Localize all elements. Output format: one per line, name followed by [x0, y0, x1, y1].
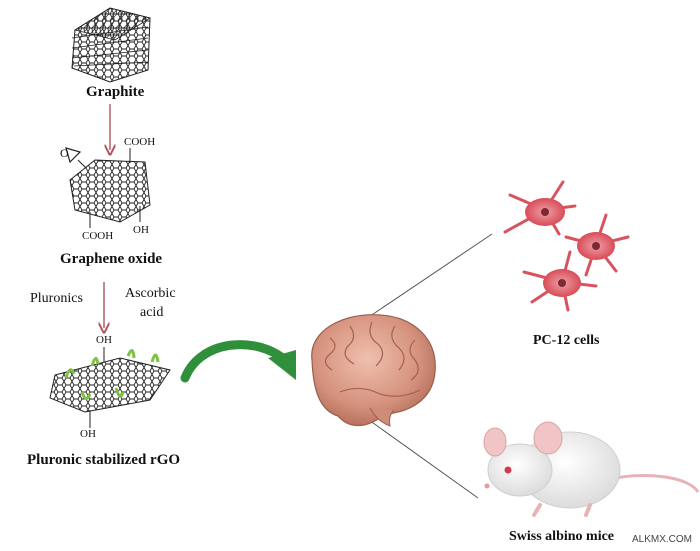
label-rgo: Pluronic stabilized rGO — [27, 452, 181, 468]
label-pluronics: Pluronics — [30, 291, 83, 306]
label-cooh-top: COOH — [124, 136, 156, 148]
label-oh-rgo-top: OH — [96, 334, 112, 346]
label-graphite: Graphite — [86, 84, 145, 100]
rgo-structure — [49, 347, 171, 428]
label-ascorbic: Ascorbic — [125, 286, 176, 301]
connector-line-mice — [361, 414, 479, 499]
curved-green-arrow — [180, 340, 296, 383]
label-acid: acid — [140, 305, 164, 320]
brain-illustration — [311, 314, 436, 427]
label-pc12-cells: PC-12 cells — [533, 333, 600, 348]
graphene-oxide-structure — [65, 147, 151, 228]
pc12-cell-1 — [503, 180, 577, 236]
label-oh-go: OH — [133, 224, 149, 236]
label-swiss-albino-mice: Swiss albino mice — [509, 529, 615, 544]
label-cooh-bottom: COOH — [82, 230, 114, 242]
label-oh-rgo-bottom: OH — [80, 428, 96, 440]
mouse-illustration — [483, 421, 700, 517]
graphite-structure — [71, 7, 152, 83]
watermark: ALKMX.COM — [632, 534, 693, 545]
label-graphene-oxide: Graphene oxide — [60, 251, 163, 267]
pc12-cell-2 — [564, 213, 630, 277]
pc12-cell-3 — [522, 250, 598, 312]
label-epoxide-o: O — [60, 146, 69, 160]
